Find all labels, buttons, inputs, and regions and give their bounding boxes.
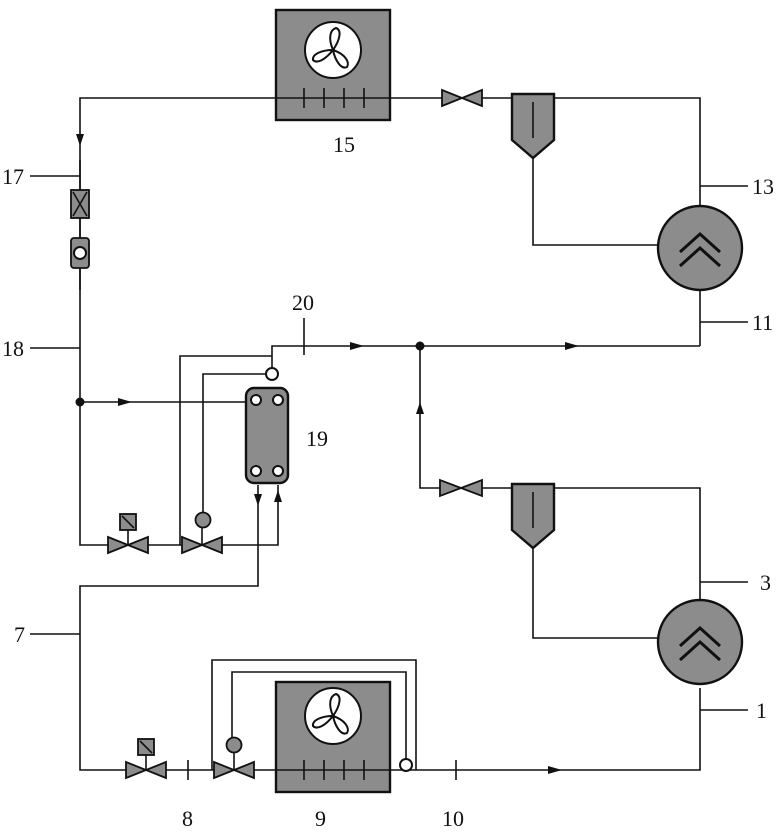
compressor-1 — [656, 598, 744, 686]
pipe-valve-row-right — [222, 485, 279, 546]
arrow-exchanger-down-left — [254, 494, 262, 506]
label-8: 8 — [182, 806, 193, 831]
valve-lower-middle — [439, 478, 483, 498]
junction-dot-upper — [415, 341, 425, 351]
pipe-lower-separator-to-discharge — [554, 487, 701, 602]
pipe-sensing-outer — [179, 355, 272, 545]
pipe-evap-sensing-outer — [211, 659, 417, 770]
fan-icon-bottom — [311, 692, 349, 735]
label-11: 11 — [752, 310, 773, 335]
junction-dot-left — [75, 397, 85, 407]
evaporator-9 — [274, 680, 392, 794]
junctions — [75, 341, 425, 407]
arrow-line-10 — [548, 766, 562, 774]
compressor-13 — [656, 204, 744, 292]
label-15: 15 — [333, 132, 355, 157]
label-20: 20 — [292, 290, 314, 315]
oil-separator-top — [510, 92, 556, 160]
pipe-lower-separator-oil-return — [532, 545, 660, 639]
label-1: 1 — [756, 698, 767, 723]
label-7: 7 — [14, 622, 25, 647]
label-13: 13 — [752, 174, 774, 199]
solenoid-valve-lower — [125, 738, 167, 780]
label-17: 17 — [2, 164, 24, 189]
label-3: 3 — [760, 570, 771, 595]
heat-exchanger-19 — [244, 386, 290, 485]
pipe-condenser-to-left — [79, 97, 276, 350]
fan-icon — [311, 26, 349, 69]
pipe-left-main — [79, 350, 110, 546]
expansion-valve-lower — [213, 736, 255, 780]
arrow-left-down — [76, 134, 84, 146]
pipe-junction-down — [419, 346, 440, 489]
label-10: 10 — [442, 806, 464, 831]
leader-lines — [30, 175, 748, 780]
flow-arrows — [76, 134, 579, 774]
arrow-into-exchanger — [118, 398, 132, 406]
pipe-line-10 — [390, 688, 701, 771]
label-19: 19 — [306, 426, 328, 451]
condenser-15 — [274, 8, 392, 122]
valve-top — [441, 88, 483, 108]
arrow-line-11 — [565, 342, 579, 350]
sensing-bulb-upper — [265, 367, 279, 381]
oil-separator-bottom — [510, 482, 556, 550]
sight-glass — [70, 237, 90, 290]
arrow-junction-up — [416, 402, 424, 414]
pipe-sensing-inner — [202, 373, 266, 522]
arrow-exchanger-up-right — [274, 490, 282, 502]
expansion-valve-upper — [181, 511, 223, 555]
solenoid-valve-upper — [107, 513, 149, 555]
pipe-exchanger-to-line-7 — [79, 485, 259, 771]
filter-drier-17 — [70, 189, 90, 238]
arrow-line-20 — [350, 342, 364, 350]
label-18: 18 — [2, 336, 24, 361]
label-9: 9 — [315, 806, 326, 831]
pipe-evap-sensing-inner — [231, 671, 407, 760]
pipe-top-separator-to-discharge — [554, 97, 701, 210]
sensing-bulb-lower — [399, 758, 413, 772]
pipe-exchanger-outlet-riser — [271, 345, 278, 368]
piping — [79, 97, 701, 771]
labels: 15 17 18 7 8 9 10 1 3 11 13 19 20 — [2, 132, 774, 831]
pipe-top-separator-oil-return — [532, 155, 660, 246]
